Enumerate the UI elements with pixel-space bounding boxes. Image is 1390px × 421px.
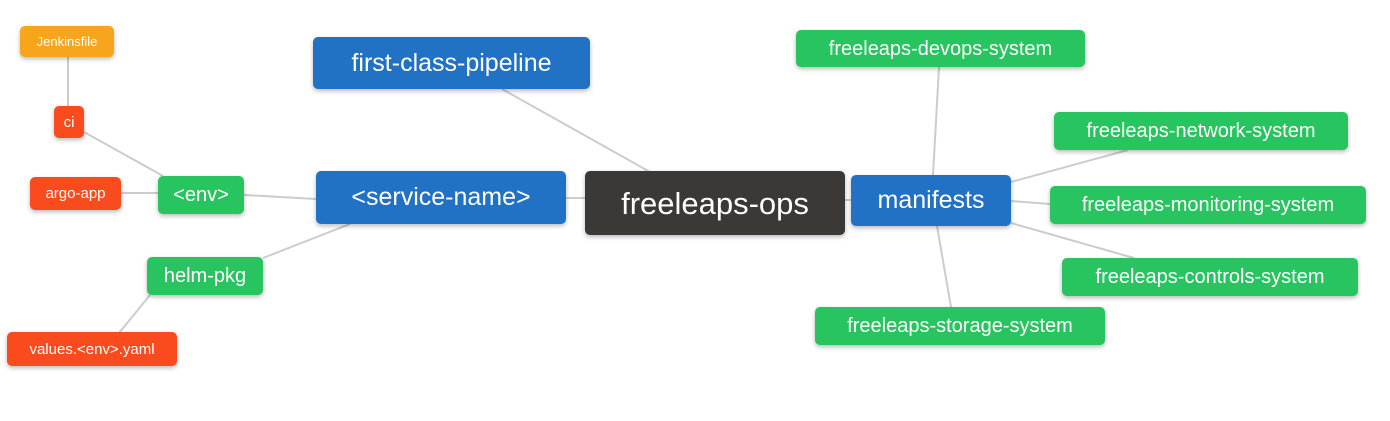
node-helm-pkg[interactable]: helm-pkg bbox=[147, 257, 263, 295]
node-manifests[interactable]: manifests bbox=[851, 175, 1011, 226]
node-ci[interactable]: ci bbox=[54, 106, 84, 138]
node-values-env-yaml[interactable]: values.<env>.yaml bbox=[7, 332, 177, 366]
node-first-class-pipeline[interactable]: first-class-pipeline bbox=[313, 37, 590, 89]
node-service-name[interactable]: <service-name> bbox=[316, 171, 566, 224]
node-freeleaps-devops-system[interactable]: freeleaps-devops-system bbox=[796, 30, 1085, 67]
node-freeleaps-monitoring-system[interactable]: freeleaps-monitoring-system bbox=[1050, 186, 1366, 224]
node-freeleaps-storage-system[interactable]: freeleaps-storage-system bbox=[815, 307, 1105, 345]
node-freeleaps-ops[interactable]: freeleaps-ops bbox=[585, 171, 845, 235]
node-jenkinsfile[interactable]: Jenkinsfile bbox=[20, 26, 114, 57]
node-argo-app[interactable]: argo-app bbox=[30, 177, 121, 210]
node-freeleaps-network-system[interactable]: freeleaps-network-system bbox=[1054, 112, 1348, 150]
node-env[interactable]: <env> bbox=[158, 176, 244, 214]
node-freeleaps-controls-system[interactable]: freeleaps-controls-system bbox=[1062, 258, 1358, 296]
